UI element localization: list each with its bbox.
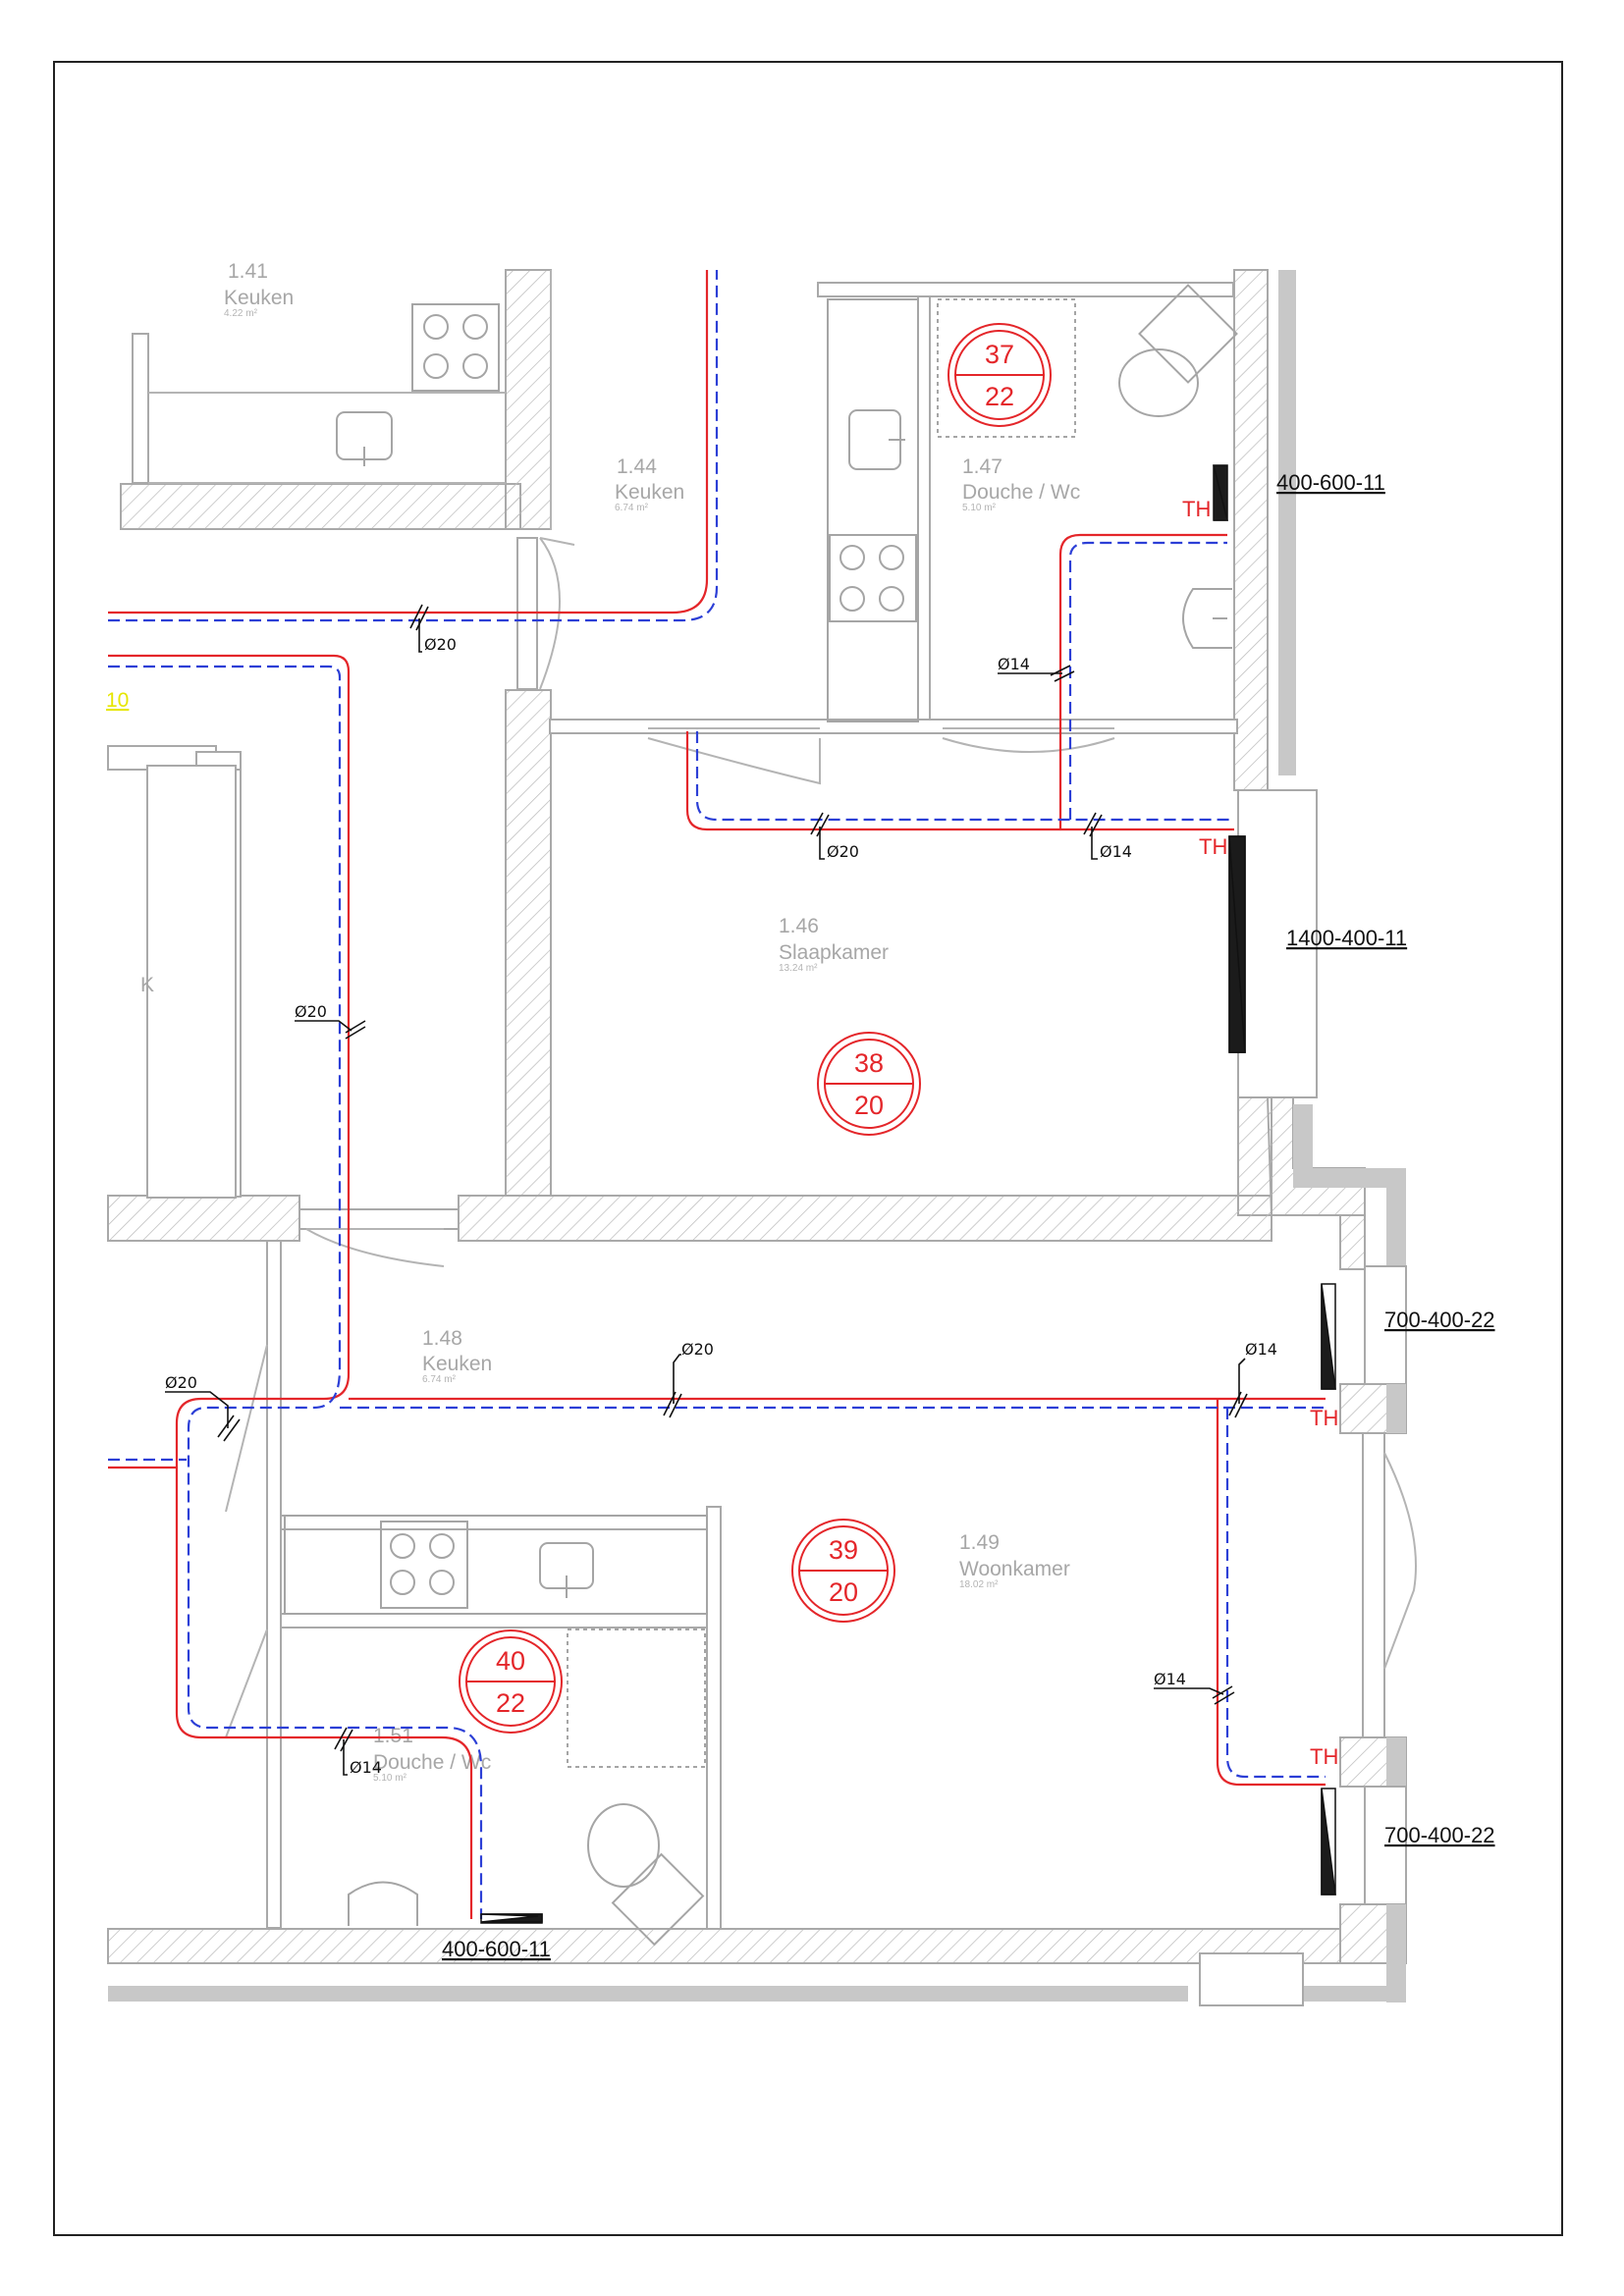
zone-marker: 40 22 <box>459 1629 563 1734</box>
pipe-dimensions: Ø20 Ø20 Ø20 Ø14 Ø14 Ø20 Ø20 Ø14 Ø14 Ø14 <box>165 604 1277 1777</box>
stove-icon <box>411 303 500 392</box>
supply-pipe <box>685 731 1234 831</box>
pipe-size-label: Ø20 <box>165 1373 197 1392</box>
room-area: 5.10 m² <box>962 503 997 513</box>
room-area: 4.22 m² <box>224 308 258 319</box>
thermostats: TH TH TH TH <box>1182 497 1338 1769</box>
zone-marker: 39 20 <box>791 1519 895 1623</box>
pipe-size-label: Ø14 <box>1245 1340 1277 1359</box>
radiator-icon <box>1321 1283 1336 1390</box>
room-name: Slaapkamer <box>779 941 889 964</box>
room-number: 1.46 <box>779 915 819 937</box>
zone-top-value: 38 <box>854 1048 884 1078</box>
zone-top-value: 37 <box>985 340 1014 369</box>
sink-icon <box>336 411 393 466</box>
pipe-size-label: Ø20 <box>295 1002 327 1021</box>
radiator-type-label: 700-400-22 <box>1384 1308 1495 1332</box>
zone-bottom-value: 20 <box>829 1577 858 1607</box>
room-name: Keuken <box>224 287 294 309</box>
stove-icon <box>380 1521 468 1609</box>
partial-room-label: 10 <box>106 689 129 712</box>
room-area: 5.10 m² <box>373 1773 407 1784</box>
pipe-size-label: Ø14 <box>1154 1670 1186 1688</box>
pipe-size-label: Ø20 <box>424 635 457 654</box>
radiator-icon <box>1213 464 1228 521</box>
return-pipe <box>1068 541 1227 820</box>
radiator-type-label: 1400-400-11 <box>1286 926 1407 950</box>
pipe-size-label: Ø14 <box>350 1758 382 1777</box>
sink-icon <box>539 1542 594 1598</box>
zone-marker: 37 22 <box>947 323 1052 427</box>
supply-pipe <box>108 270 709 614</box>
room-area: 6.74 m² <box>422 1374 457 1385</box>
radiator-labels: 400-600-11 1400-400-11 700-400-22 700-40… <box>442 470 1495 1961</box>
supply-pipe <box>108 654 473 1919</box>
door-icon <box>225 537 1417 1738</box>
room-name: Keuken <box>615 481 684 504</box>
supply-pipe <box>1058 533 1227 829</box>
room-name: Douche / Wc <box>962 481 1080 504</box>
sink-icon <box>848 409 905 470</box>
return-pipe <box>1225 1408 1326 1779</box>
pipe-size-label: Ø14 <box>1100 842 1132 861</box>
return-pipe <box>108 270 719 622</box>
room-name: Woonkamer <box>959 1558 1070 1580</box>
room-number: 1.47 <box>962 455 1002 478</box>
room-area: 13.24 m² <box>779 963 818 974</box>
return-pipe <box>108 665 483 1919</box>
toilet-icon <box>587 1803 705 1947</box>
room-number: 1.44 <box>617 455 657 478</box>
zone-bottom-value: 22 <box>985 382 1014 411</box>
pipe-size-label: Ø20 <box>827 842 859 861</box>
room-area: 18.02 m² <box>959 1579 999 1590</box>
toilet-icon <box>1118 284 1238 417</box>
zone-top-value: 39 <box>829 1535 858 1565</box>
zone-top-value: 40 <box>496 1646 525 1676</box>
radiator-icon <box>1321 1788 1336 1896</box>
zone-marker: 38 20 <box>817 1032 921 1136</box>
room-area: 6.74 m² <box>615 503 649 513</box>
stove-icon <box>829 534 917 622</box>
sheet-border <box>53 61 1563 2236</box>
thermostat-label: TH <box>1310 1406 1338 1430</box>
pipe-size-label: Ø20 <box>681 1340 714 1359</box>
zone-bottom-value: 22 <box>496 1688 525 1718</box>
walls <box>107 269 1407 2006</box>
pipe-size-label: Ø14 <box>998 655 1030 673</box>
room-number: 1.49 <box>959 1531 1000 1554</box>
radiators <box>480 464 1336 1924</box>
fixtures <box>146 284 1417 1947</box>
room-number: 1.48 <box>422 1327 462 1350</box>
zone-bottom-value: 20 <box>854 1091 884 1120</box>
thermostat-label: TH <box>1310 1744 1338 1769</box>
heating-pipes <box>108 270 1326 1919</box>
radiator-icon <box>480 1913 543 1923</box>
room-k-label: K <box>140 974 154 996</box>
thermostat-label: TH <box>1182 497 1211 521</box>
room-name: Keuken <box>422 1353 492 1375</box>
radiator-type-label: 700-400-22 <box>1384 1823 1495 1847</box>
thermostat-label: TH <box>1199 834 1227 859</box>
room-number: 1.41 <box>228 260 268 283</box>
washbasin-icon <box>348 1881 418 1926</box>
supply-pipe <box>1216 1399 1326 1787</box>
washbasin-icon <box>1182 588 1232 649</box>
radiator-type-label: 400-600-11 <box>442 1937 551 1961</box>
room-number: 1.51 <box>373 1725 413 1747</box>
room-name: Douche / Wc <box>373 1751 491 1774</box>
radiator-type-label: 400-600-11 <box>1276 470 1385 495</box>
room-labels: 1.41 Keuken 4.22 m² 1.44 Keuken 6.74 m² … <box>106 260 1080 1784</box>
